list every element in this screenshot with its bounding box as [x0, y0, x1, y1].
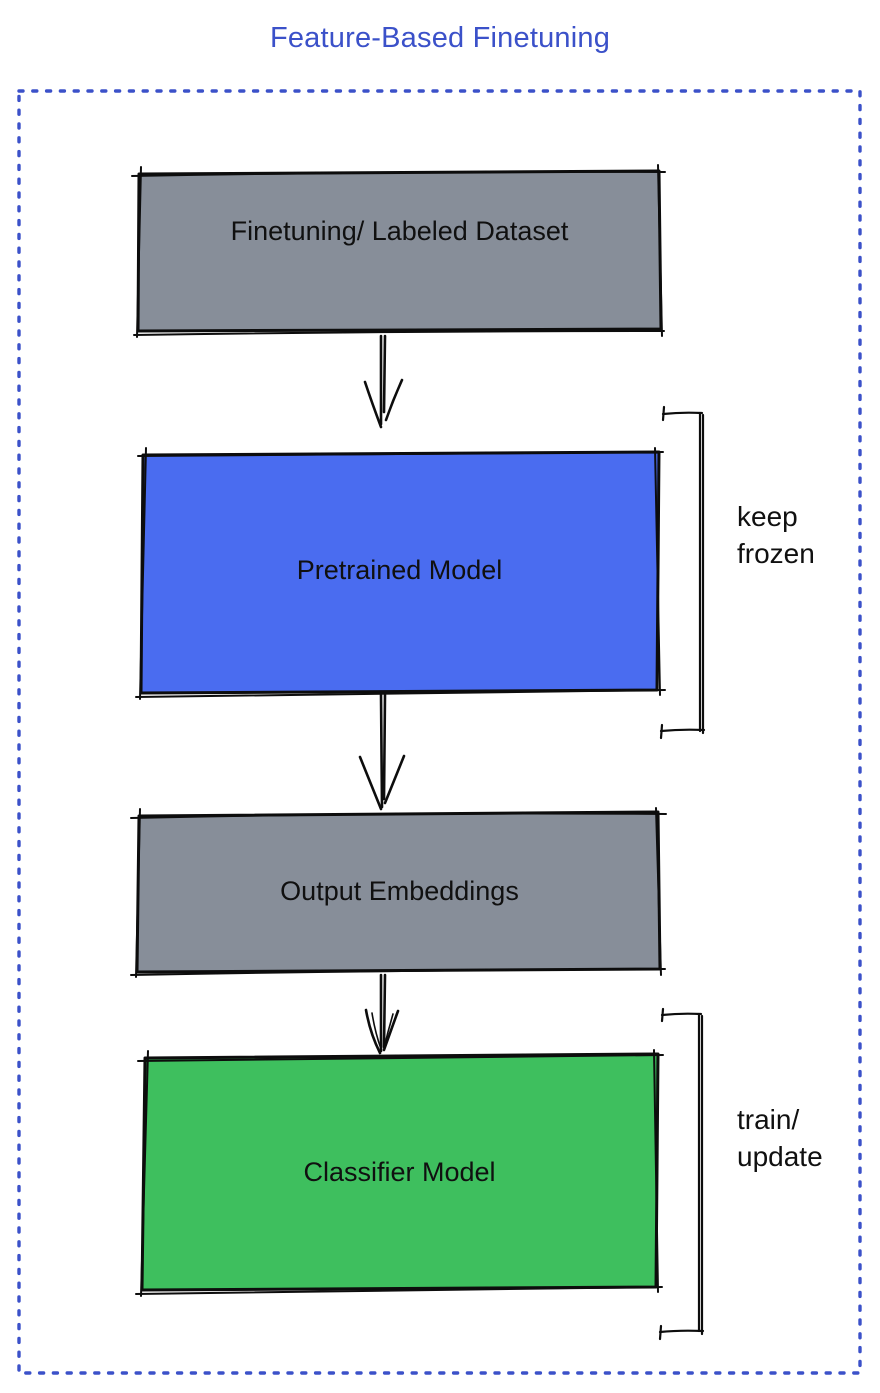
keep-frozen-bracket	[659, 405, 706, 740]
arrow-embeddings-to-classifier-icon	[364, 973, 400, 1055]
classifier-model-box	[135, 1049, 664, 1297]
train-update-line-2: update	[737, 1141, 823, 1172]
arrow-dataset-to-pretrained-icon	[363, 334, 404, 429]
keep-frozen-line-1: keep	[737, 501, 798, 532]
keep-frozen-annotation: keep frozen	[737, 498, 815, 572]
train-update-annotation: train/ update	[737, 1101, 823, 1175]
dashed-boundary	[17, 89, 862, 1375]
train-update-bracket	[658, 1007, 705, 1341]
diagram-title: Feature-Based Finetuning	[269, 22, 611, 54]
keep-frozen-line-2: frozen	[737, 538, 815, 569]
output-embeddings-box	[130, 807, 667, 978]
dataset-box	[131, 164, 666, 338]
pretrained-model-box	[135, 447, 666, 700]
train-update-line-1: train/	[737, 1104, 800, 1135]
arrow-pretrained-to-embeddings-icon	[358, 693, 406, 811]
